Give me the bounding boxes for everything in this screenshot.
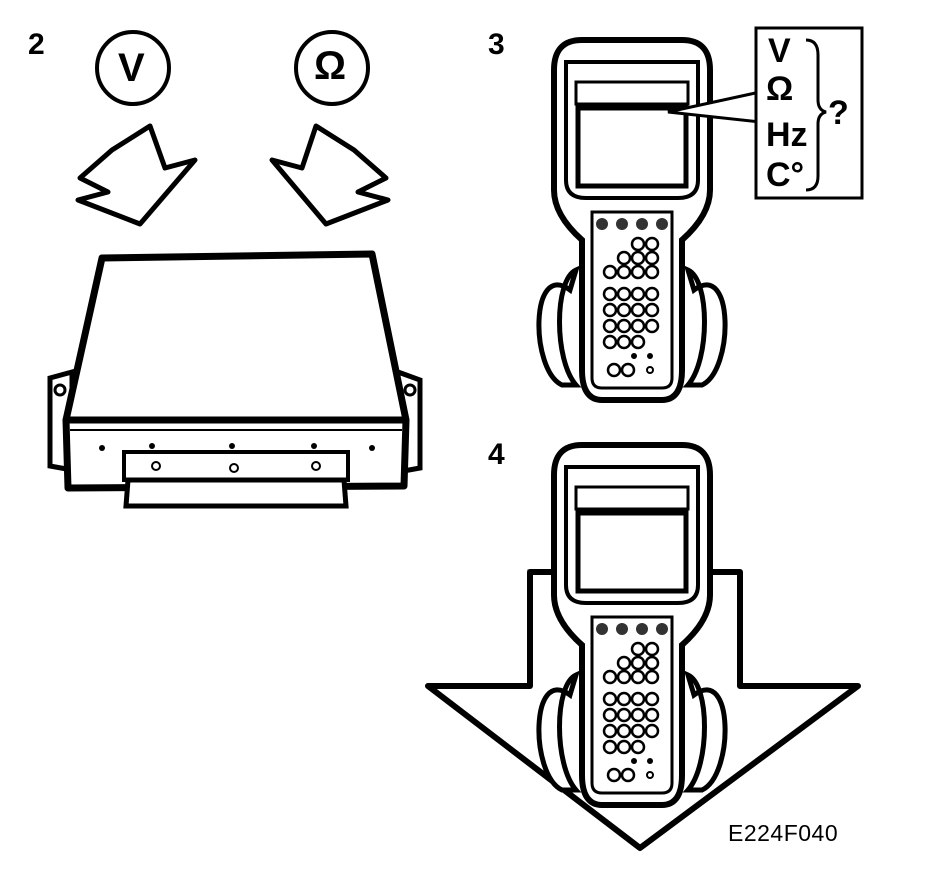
callout-brace bbox=[805, 38, 827, 192]
unit-celsius: C° bbox=[766, 156, 805, 194]
callout-box bbox=[754, 26, 864, 200]
ohm-symbol: Ω bbox=[314, 44, 347, 88]
unit-hertz: Hz bbox=[766, 116, 808, 154]
step-4-label: 4 bbox=[488, 438, 505, 471]
ohm-meter-circle bbox=[294, 30, 370, 106]
step-2-label: 2 bbox=[28, 28, 45, 61]
voltage-symbol: V bbox=[118, 46, 145, 90]
question-mark: ? bbox=[828, 94, 849, 132]
arrow-ohm bbox=[269, 123, 391, 227]
arrow-voltage bbox=[75, 123, 198, 227]
step-3-label: 3 bbox=[488, 28, 505, 61]
control-module bbox=[47, 250, 423, 509]
scan-tool-step3 bbox=[539, 40, 725, 400]
unit-ohm: Ω bbox=[766, 70, 794, 108]
voltage-meter-circle bbox=[95, 30, 171, 106]
figure-code: E224F040 bbox=[728, 820, 839, 846]
unit-volt: V bbox=[768, 32, 791, 70]
